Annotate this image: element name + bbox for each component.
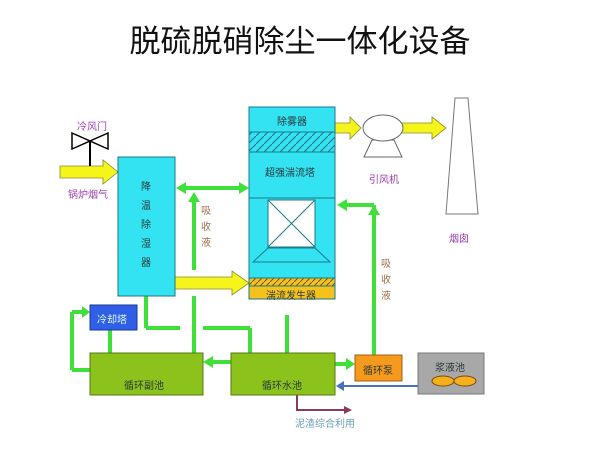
page-title: 脱硫脱硝除尘一体化设备 [129, 24, 471, 60]
circ-pool-label: 循环水池 [262, 381, 302, 392]
valve-icon [71, 131, 109, 166]
cold-air-door-label: 冷风门 [77, 122, 107, 133]
boiler-flue-gas-label: 锅炉烟气 [68, 190, 108, 201]
chimney-icon [445, 97, 479, 215]
aux-pool-label: 循环副池 [124, 381, 164, 392]
turbulence-generator-label: 湍流发生器 [266, 291, 316, 302]
flue-gas-arrows [59, 116, 447, 296]
circ-pool-box [230, 352, 336, 396]
cooling-tower-label: 冷却塔 [97, 315, 127, 326]
aux-pool-box [89, 352, 204, 396]
induced-fan-label: 引风机 [369, 175, 399, 186]
chimney-label: 烟囱 [449, 234, 469, 245]
absorbent-right-label: 吸收液 [381, 259, 391, 302]
cooling-tower-box [89, 304, 138, 331]
circ-pump-box [354, 354, 403, 382]
absorbent-left-label: 吸收液 [201, 206, 211, 249]
green-flow-lines [70, 186, 376, 372]
cooler-dehumidifier-label: 降温除湿器 [141, 182, 151, 269]
sludge-use-label: 泥渣综合利用 [295, 419, 355, 430]
turbulence-tower-label: 超强湍流塔 [265, 168, 315, 179]
turbulence-tower [248, 106, 336, 300]
cooler-dehumidifier-box [117, 156, 176, 297]
demister-label: 除雾器 [277, 117, 307, 128]
slurry-pool-box [417, 352, 485, 395]
circ-pump-label: 循环泵 [363, 366, 393, 377]
fan-icon [362, 114, 404, 158]
agitator-icon [431, 375, 477, 387]
slurry-pool-label: 浆液池 [435, 363, 465, 374]
